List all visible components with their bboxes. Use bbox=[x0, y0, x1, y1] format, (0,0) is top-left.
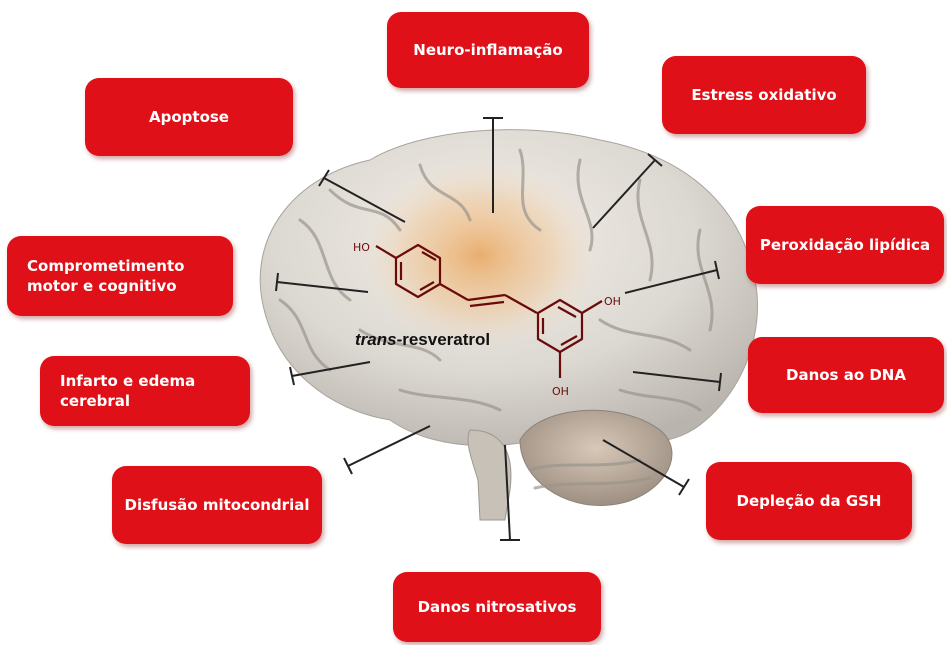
box-infarto-edema: Infarto e edema cerebral bbox=[40, 356, 250, 426]
box-infarto-edema-label: Infarto e edema cerebral bbox=[60, 371, 195, 411]
box-apoptose: Apoptose bbox=[85, 78, 293, 156]
box-deplecao-gsh: Depleção da GSH bbox=[706, 462, 912, 540]
box-danos-nitrosativos: Danos nitrosativos bbox=[393, 572, 601, 642]
box-danos-nitrosativos-label: Danos nitrosativos bbox=[418, 597, 577, 617]
box-disfusao-mitocondrial: Disfusão mitocondrial bbox=[112, 466, 322, 544]
warm-highlight bbox=[360, 160, 600, 350]
box-estress-oxidativo-label: Estress oxidativo bbox=[691, 85, 836, 105]
box-disfusao-mitocondrial-label: Disfusão mitocondrial bbox=[125, 495, 310, 515]
box-deplecao-gsh-label: Depleção da GSH bbox=[737, 491, 882, 511]
resveratrol-name-rest: -resveratrol bbox=[397, 330, 491, 349]
ho-label-top: HO bbox=[353, 241, 370, 254]
inhibitor-disfusao bbox=[344, 426, 430, 474]
box-estress-oxidativo: Estress oxidativo bbox=[662, 56, 866, 134]
resveratrol-name-italic: trans bbox=[355, 330, 397, 349]
box-neuro-inflamacao-label: Neuro-inflamação bbox=[413, 40, 562, 60]
oh-label-bottom: OH bbox=[552, 385, 569, 398]
box-neuro-inflamacao: Neuro-inflamação bbox=[387, 12, 589, 88]
box-danos-dna-label: Danos ao DNA bbox=[786, 365, 906, 385]
box-apoptose-label: Apoptose bbox=[149, 107, 229, 127]
box-peroxidacao-lipidica: Peroxidação lipídica bbox=[746, 206, 944, 284]
resveratrol-name: trans-resveratrol bbox=[355, 330, 490, 349]
oh-label-right: OH bbox=[604, 295, 621, 308]
box-danos-dna: Danos ao DNA bbox=[748, 337, 944, 413]
box-peroxidacao-lipidica-label: Peroxidação lipídica bbox=[760, 235, 930, 255]
box-comprometimento: Comprometimento motor e cognitivo bbox=[7, 236, 233, 316]
box-comprometimento-label: Comprometimento motor e cognitivo bbox=[27, 256, 184, 296]
cerebellum-shape bbox=[520, 410, 672, 505]
